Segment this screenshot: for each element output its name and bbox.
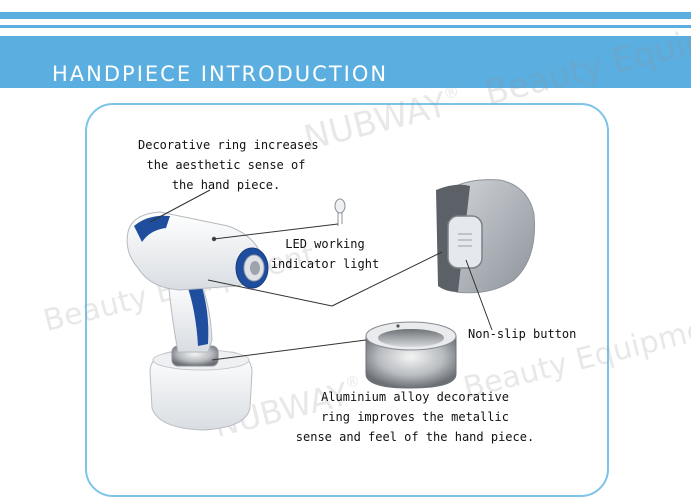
page-title: HANDPIECE INTRODUCTION xyxy=(52,62,389,86)
led-component xyxy=(334,198,346,226)
callout-led xyxy=(213,223,339,240)
caption-line: indicator light xyxy=(270,257,380,271)
callout-lines xyxy=(149,189,493,361)
aluminium-ring xyxy=(365,321,457,389)
callout-aluminium xyxy=(211,339,367,361)
caption-line: LED working xyxy=(285,237,365,251)
caption-line: Non-slip button xyxy=(468,327,577,341)
non-slip-button-zoom xyxy=(436,179,536,294)
caption-line: the hand piece. xyxy=(171,178,281,192)
non-slip-caption: Non-slip button xyxy=(468,324,580,344)
top-stripe-thin xyxy=(0,25,691,28)
handpiece-grip xyxy=(167,277,213,353)
handpiece-illustration xyxy=(126,179,536,431)
caption-line: the aesthetic sense of xyxy=(146,158,306,172)
led-caption: LED working indicator light xyxy=(270,234,380,274)
callout-button-zoom xyxy=(331,251,443,307)
aluminium-caption: Aluminium alloy decorative ring improves… xyxy=(292,387,538,447)
caption-line: ring improves the metallic xyxy=(321,410,509,424)
handpiece-head xyxy=(126,211,269,291)
top-stripe xyxy=(0,12,691,19)
caption-line: Decorative ring increases xyxy=(138,138,319,152)
callout-button xyxy=(207,279,333,307)
decorative-ring-caption: Decorative ring increases the aesthetic … xyxy=(138,135,319,195)
caption-line: Aluminium alloy decorative xyxy=(321,390,509,404)
callout-decorative-ring xyxy=(149,189,211,223)
callout-non-slip xyxy=(465,259,493,331)
title-banner xyxy=(0,36,691,88)
caption-line: sense and feel of the hand piece. xyxy=(295,430,535,444)
